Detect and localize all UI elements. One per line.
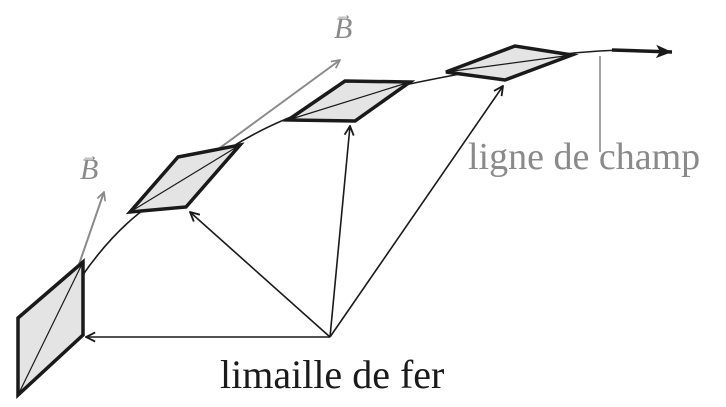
b-vector-label-upper: → B [334, 4, 353, 45]
pointer-to-filing-2 [190, 212, 331, 338]
filing-2-axis [129, 144, 241, 213]
vector-arrow-accent: → [335, 4, 353, 24]
b-vector-label-lower: → B [80, 145, 99, 186]
filing-pointers [86, 86, 503, 337]
field-line-arrow [611, 44, 673, 59]
vector-arrow-accent: → [81, 145, 99, 165]
filing-4-axis [445, 54, 573, 73]
field-line-label: ligne de champ [468, 136, 701, 178]
pointer-to-filing-4 [329, 86, 503, 338]
iron-filings-label: limaille de fer [220, 352, 445, 397]
filing-3-axis [287, 81, 411, 121]
filing-1-axis [17, 261, 84, 396]
pointer-to-filing-3 [329, 126, 350, 338]
